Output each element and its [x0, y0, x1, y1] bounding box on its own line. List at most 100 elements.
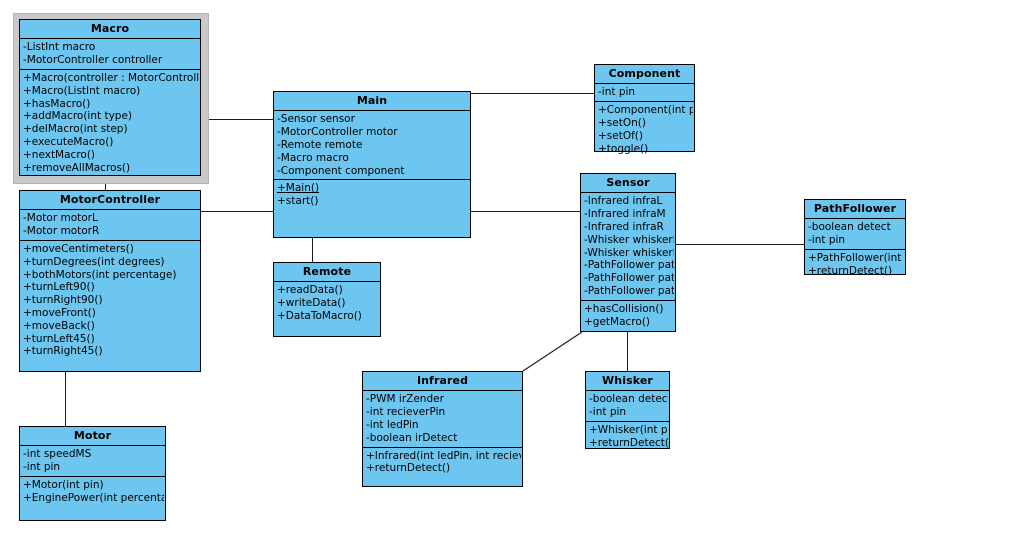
class-title-pathfollower: PathFollower: [805, 200, 905, 220]
attribute-row: -Sensor sensor: [277, 113, 355, 126]
class-title-remote: Remote: [274, 263, 380, 283]
connector-macro-main: [197, 119, 275, 120]
operation-row: +moveBack(): [23, 319, 95, 332]
attribute-row: -int pin: [589, 406, 627, 419]
operation-row: +turnRight45(): [23, 345, 103, 358]
class-operations-whisker: +Whisker(int pin) +returnDetect(): [586, 422, 669, 452]
attribute-row: -Remote remote: [277, 139, 363, 151]
class-title-infrared: Infrared: [363, 372, 522, 392]
class-box-infrared[interactable]: Infrared -PWM irZender -int recieverPin …: [362, 371, 523, 487]
class-box-whisker[interactable]: Whisker -boolean detect -int pin +Whiske…: [585, 371, 670, 449]
class-operations-remote: +readData() +writeData() +DataToMacro(): [274, 282, 380, 324]
class-attributes-main: -Sensor sensor -MotorController motor -R…: [274, 111, 470, 181]
class-attributes-pathfollower: -boolean detect -int pin: [805, 219, 905, 250]
operation-row: +turnLeft90(): [23, 281, 95, 294]
operation-row: +hasMacro(): [23, 97, 91, 110]
connector-motorcontroller-motor: [65, 372, 66, 427]
class-box-remote[interactable]: Remote +readData() +writeData() +DataToM…: [273, 262, 381, 337]
class-operations-component: +Component(int pin) +setOn() +setOf() +t…: [595, 102, 694, 157]
operation-row: +start(): [277, 195, 319, 208]
class-title-main: Main: [274, 92, 470, 112]
operation-row: +turnRight90(): [23, 294, 103, 307]
connector-sensor-whisker: [627, 332, 628, 371]
connector-main-remote: [312, 238, 313, 262]
class-operations-motor: +Motor(int pin) +EnginePower(int percent…: [20, 477, 165, 507]
operation-row: +returnDetect(): [589, 436, 668, 449]
attribute-row: -Component component: [277, 164, 405, 177]
operation-row: +Motor(int pin): [23, 479, 104, 491]
class-attributes-sensor: -Infrared infraL -Infrared infraM -Infra…: [581, 193, 675, 301]
attribute-row: -Infrared infraL: [584, 195, 663, 208]
operation-row: +setOf(): [598, 129, 643, 142]
operation-row: +hasCollision(): [584, 302, 664, 315]
class-operations-main: +Main() +start(): [274, 180, 470, 210]
operation-row: +DataToMacro(): [277, 310, 362, 322]
operation-row: +delMacro(int step): [23, 123, 128, 136]
operation-row: +EnginePower(int percentage): [23, 491, 164, 504]
attribute-row: -PathFollower pathM: [584, 272, 674, 285]
attribute-row: -Whisker whiskerR: [584, 246, 674, 259]
operation-row: +returnDetect(): [808, 264, 893, 277]
attribute-row: -ListInt macro: [23, 41, 96, 54]
operation-row: +turnLeft45(): [23, 332, 95, 345]
attribute-row: -boolean detect: [808, 221, 891, 234]
class-operations-macro: +Macro(controller : MotorController) +Ma…: [20, 70, 200, 176]
class-box-component[interactable]: Component -int pin +Component(int pin) +…: [594, 64, 695, 155]
operation-row: +readData(): [277, 284, 343, 297]
attribute-row: -Motor motorL: [23, 212, 98, 225]
class-attributes-component: -int pin: [595, 84, 694, 103]
class-box-motorcontroller[interactable]: MotorController -Motor motorL -Motor mot…: [19, 190, 201, 372]
class-operations-pathfollower: +PathFollower(int pin) +returnDetect(): [805, 250, 905, 280]
attribute-row: -MotorController motor: [277, 126, 398, 139]
attribute-row: -Macro macro: [277, 151, 349, 164]
operation-row: +Whisker(int pin): [589, 424, 668, 436]
operation-row: +returnDetect(): [366, 462, 451, 475]
class-attributes-infrared: -PWM irZender -int recieverPin -int ledP…: [363, 391, 522, 448]
class-title-motorcontroller: MotorController: [20, 191, 200, 211]
class-box-macro[interactable]: Macro -ListInt macro -MotorController co…: [19, 19, 201, 176]
connector-motorcontroller-main: [197, 211, 275, 212]
attribute-row: -boolean detect: [589, 393, 668, 406]
operation-row: +Macro(controller : MotorController): [23, 72, 199, 84]
class-operations-motorcontroller: +moveCentimeters() +turnDegrees(int degr…: [20, 241, 200, 360]
connector-main-sensor: [471, 211, 581, 212]
attribute-row: -boolean irDetect: [366, 431, 458, 444]
class-attributes-macro: -ListInt macro -MotorController controll…: [20, 39, 200, 70]
attribute-row: -int recieverPin: [366, 406, 446, 419]
class-box-main[interactable]: Main -Sensor sensor -MotorController mot…: [273, 91, 471, 238]
operation-row: +moveFront(): [23, 306, 96, 319]
class-title-sensor: Sensor: [581, 174, 675, 194]
attribute-row: -Infrared infraR: [584, 221, 664, 233]
class-box-pathfollower[interactable]: PathFollower -boolean detect -int pin +P…: [804, 199, 906, 277]
operation-row: +moveCentimeters(): [23, 243, 134, 255]
attribute-row: -Whisker whiskerL: [584, 233, 674, 246]
operation-row: +bothMotors(int percentage): [23, 268, 177, 281]
class-attributes-motor: -int speedMS -int pin: [20, 446, 165, 477]
class-box-sensor[interactable]: Sensor -Infrared infraL -Infrared infraM…: [580, 173, 676, 332]
attribute-row: -MotorController controller: [23, 54, 163, 67]
class-box-motor[interactable]: Motor -int speedMS -int pin +Motor(int p…: [19, 426, 166, 521]
operation-row: +writeData(): [277, 297, 346, 310]
operation-row: +addMacro(int type): [23, 110, 133, 123]
attribute-row: -PathFollower pathL: [584, 259, 674, 272]
connector-macro-motorcontroller: [105, 178, 106, 193]
operation-row-static: +Main(): [277, 182, 320, 195]
connector-sensor-pathfollower: [676, 244, 804, 245]
operation-row: +Infrared(int ledPin, int recieverPin): [366, 449, 521, 462]
operation-row: +Macro(ListInt macro): [23, 84, 141, 97]
operation-row: +toggle(): [598, 142, 649, 155]
attribute-row: -Infrared infraM: [584, 208, 666, 221]
class-attributes-whisker: -boolean detect -int pin: [586, 391, 669, 422]
class-title-motor: Motor: [20, 427, 165, 447]
attribute-row: -int pin: [598, 86, 636, 99]
class-operations-infrared: +Infrared(int ledPin, int recieverPin) +…: [363, 448, 522, 478]
operation-row: +Component(int pin): [598, 104, 693, 117]
connector-main-component: [471, 93, 595, 94]
class-title-component: Component: [595, 65, 694, 85]
class-operations-sensor: +hasCollision() +getMacro(): [581, 301, 675, 331]
attribute-row: -int pin: [23, 461, 61, 474]
attribute-row: -PathFollower pathR: [584, 284, 674, 297]
operation-row: +nextMacro(): [23, 148, 96, 161]
